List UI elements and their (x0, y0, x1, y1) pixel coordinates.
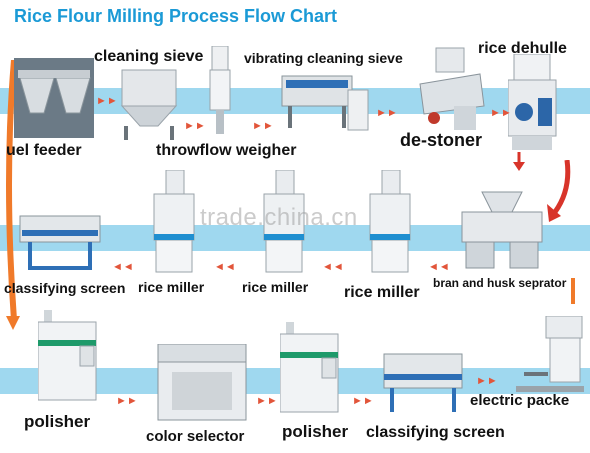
bran-husk-separator-machine-image (461, 191, 543, 269)
label-de-stoner: de-stoner (400, 130, 483, 150)
label-rice-miller-3: rice miller (344, 284, 420, 301)
arrow-r3-1: ►► (116, 395, 138, 407)
down-arrow (513, 152, 525, 171)
arrow-r1-3: ►► (252, 120, 274, 132)
color-selector-machine-image (157, 344, 247, 421)
arrow-r2-4: ◄◄ (112, 261, 134, 273)
right-connector (547, 160, 571, 222)
chart-title: Rice Flour Milling Process Flow Chart (14, 6, 338, 26)
label-polisher-2: polisher (282, 422, 349, 441)
left-connector (6, 60, 20, 330)
electric-packer-machine-image (516, 316, 584, 392)
label-cleaning-sieve: cleaning sieve (94, 48, 204, 65)
label-throwflow-weigher: throwflow weigher (156, 142, 297, 159)
arrow-r1-5: ►► (490, 107, 512, 119)
fuel-feeder-machine-image (14, 58, 94, 138)
de-stoner-machine-image (419, 47, 485, 130)
arrow-r1-4: ►► (376, 107, 398, 119)
arrow-r2-1: ◄◄ (428, 261, 450, 273)
label-vibrating-cleaning-sieve: vibrating cleaning sieve (244, 50, 403, 66)
label-fuel-feeder: uel feeder (6, 142, 82, 159)
label-rice-miller-1: rice miller (138, 279, 205, 295)
label-electric-packer: electric packe (470, 392, 570, 409)
polisher-machine-image-2 (280, 322, 339, 413)
classifying-screen-machine-image-2 (383, 353, 463, 412)
label-rice-miller-2: rice miller (242, 279, 309, 295)
cleaning-sieve-machine-image (120, 69, 178, 140)
right-connector-2 (571, 278, 575, 304)
label-classifying-screen-1: classifying screen (4, 280, 126, 296)
arrow-r2-3: ◄◄ (214, 261, 236, 273)
label-rice-dehuller: rice dehulle (478, 40, 567, 57)
arrow-r1-1: ►► (96, 95, 118, 107)
rice-miller-machine-image-3 (369, 170, 411, 273)
polisher-machine-image-1 (38, 310, 97, 401)
arrow-r3-2: ►► (256, 395, 278, 407)
throwflow-weigher-machine-image (209, 46, 231, 134)
vibrating-cleaning-sieve-machine-image (281, 75, 369, 131)
classifying-screen-machine-image-1 (19, 215, 101, 270)
label-bran-husk-separator: bran and husk seprator (433, 276, 567, 290)
rice-miller-machine-image-2 (263, 170, 305, 273)
watermark: trade.china.cn (200, 204, 358, 231)
label-color-selector: color selector (146, 428, 245, 445)
arrow-r3-3: ►► (352, 395, 374, 407)
rice-miller-machine-image-1 (153, 170, 195, 273)
arrow-r3-4: ►► (476, 375, 498, 387)
label-polisher-1: polisher (24, 412, 91, 431)
arrow-r1-2: ►► (184, 120, 206, 132)
rice-dehuller-machine-image (508, 54, 557, 150)
label-classifying-screen-2: classifying screen (366, 424, 505, 441)
arrow-r2-2: ◄◄ (322, 261, 344, 273)
